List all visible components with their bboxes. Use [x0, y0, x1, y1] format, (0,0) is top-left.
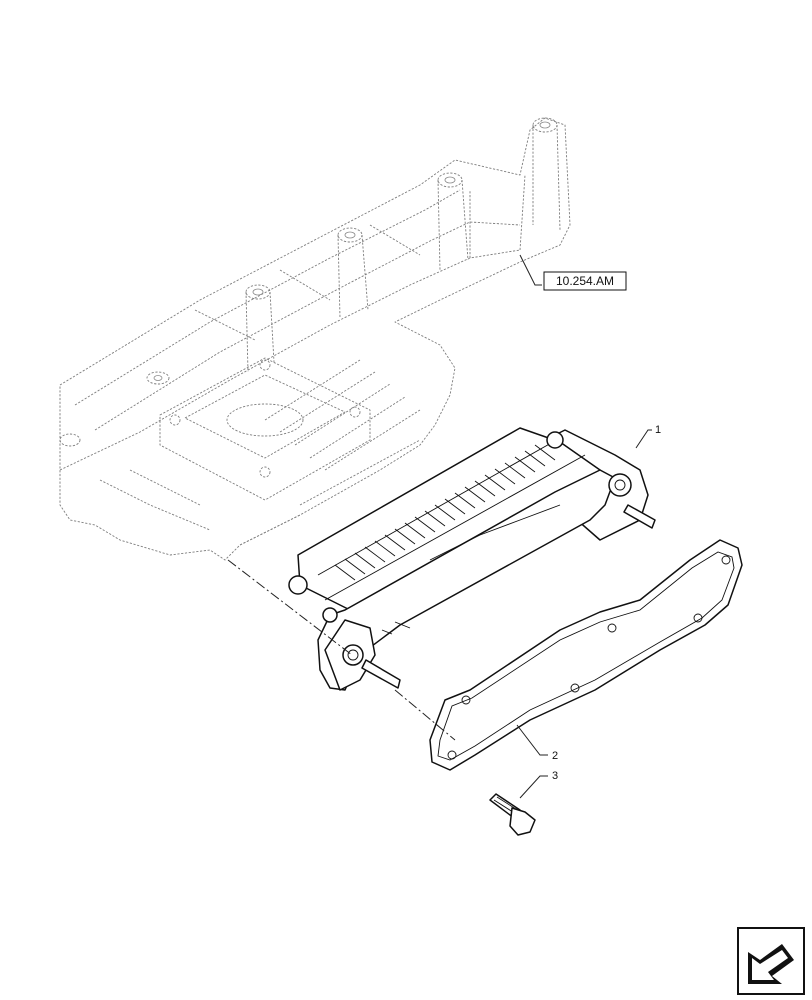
gasket [429, 539, 743, 771]
callout-3: 3 [552, 770, 558, 782]
callout-1: 1 [655, 424, 661, 436]
callout-1-leader [635, 429, 652, 449]
cooler-studs [361, 504, 656, 689]
reference-leader [519, 254, 542, 286]
cooler-assembly [288, 427, 656, 691]
reference-box[interactable]: 10.254.AM [543, 271, 627, 291]
cooler-fins [317, 437, 586, 601]
callout-2: 2 [552, 750, 558, 762]
manifold-flange [159, 357, 371, 501]
intake-manifold-ghost [59, 117, 571, 561]
manifold-bosses [59, 117, 561, 447]
callout-3-leader [519, 775, 548, 799]
callout-2-leader [516, 724, 548, 756]
navigation-arrow-icon[interactable] [737, 927, 805, 995]
reference-label: 10.254.AM [556, 274, 614, 288]
assembly-centerline [227, 559, 456, 741]
bolt [489, 793, 536, 836]
